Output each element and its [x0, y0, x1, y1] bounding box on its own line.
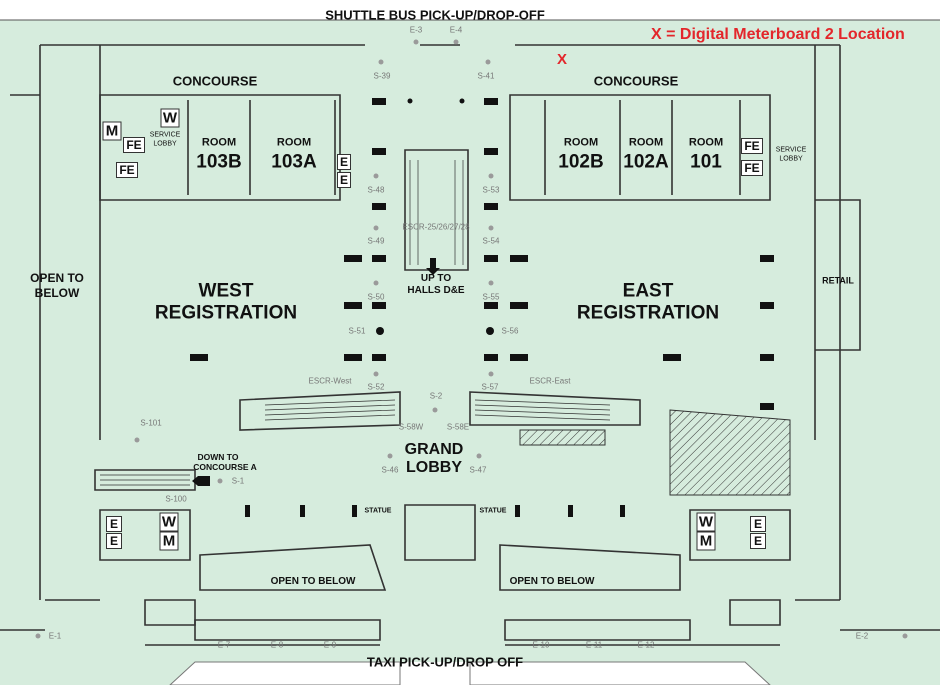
stop-label: S-58W	[398, 422, 424, 432]
room-word: ROOM	[563, 136, 599, 149]
stop-label: S-51	[348, 326, 366, 336]
down-to-concourse-line2: CONCOURSE A	[193, 461, 257, 472]
stop-label: S-57	[481, 382, 499, 392]
room-word: ROOM	[201, 136, 237, 149]
service-lobby-west-line1: SERVICE	[149, 131, 181, 139]
elevator-icon: E	[750, 533, 766, 549]
stop-label: S-56	[501, 326, 519, 336]
elevator-icon: E	[106, 516, 122, 532]
service-lobby-east-line1: SERVICE	[775, 146, 807, 154]
up-to-halls-line2: HALLS D&E	[407, 285, 465, 296]
room-number: 102B	[558, 151, 604, 173]
stop-label: S-101	[140, 418, 162, 428]
stop-label: S-53	[482, 185, 500, 195]
taxi-label: TAXI PICK-UP/DROP OFF	[366, 654, 524, 670]
open-to-below-left-line1: OPEN TO	[30, 271, 84, 285]
mens-restroom-icon: M	[159, 531, 179, 551]
room-word: ROOM	[276, 136, 312, 149]
stop-label: E-12	[637, 640, 655, 650]
stop-label: E-4	[449, 25, 463, 35]
statue-west: STATUE	[364, 507, 392, 515]
freight-elevator-icon: FE	[741, 138, 763, 154]
stop-label: E-1	[48, 631, 62, 641]
service-lobby-west-line2: LOBBY	[153, 140, 177, 148]
stop-label: S-49	[367, 236, 385, 246]
down-to-concourse-line1: DOWN TO	[197, 451, 239, 462]
east-registration-line1: EAST	[622, 280, 674, 302]
stop-label: E-3	[409, 25, 423, 35]
stop-label: S-46	[381, 465, 399, 475]
elevator-icon: E	[337, 172, 351, 188]
womens-restroom-icon: W	[160, 108, 180, 128]
stop-label: S-55	[482, 292, 500, 302]
west-registration-line1: WEST	[198, 280, 254, 302]
stop-label: E-9	[323, 640, 337, 650]
legend-meterboard: X = Digital Meterboard 2 Location	[651, 26, 905, 43]
stop-label: S-1	[231, 476, 245, 486]
service-lobby-east-line2: LOBBY	[779, 155, 803, 163]
stop-label: S-58E	[446, 422, 470, 432]
room-number: 103A	[271, 151, 317, 173]
stop-label: S-50	[367, 292, 385, 302]
concourse-east-label: CONCOURSE	[593, 73, 679, 89]
open-to-below-east: OPEN TO BELOW	[509, 576, 595, 587]
stop-label: E-10	[532, 640, 550, 650]
open-to-below-left-line2: BELOW	[34, 286, 80, 300]
stop-label: S-41	[477, 71, 495, 81]
west-registration-line2: REGISTRATION	[154, 302, 298, 324]
escalator-main-label: ESCR-25/26/27/28	[402, 222, 470, 232]
elevator-icon: E	[337, 154, 351, 170]
stop-label: E-7	[217, 640, 231, 650]
stop-label: S-52	[367, 382, 385, 392]
concourse-west-label: CONCOURSE	[172, 73, 258, 89]
room-word: ROOM	[688, 136, 724, 149]
mens-restroom-icon: M	[102, 121, 122, 141]
room-number: 103B	[196, 151, 242, 173]
retail-label: RETAIL	[822, 275, 854, 286]
freight-elevator-icon: FE	[741, 160, 763, 176]
stop-label: S-54	[482, 236, 500, 246]
freight-elevator-icon: FE	[116, 162, 138, 178]
elevator-icon: E	[106, 533, 122, 549]
meterboard-location-marker: X	[557, 51, 568, 68]
east-registration-line2: REGISTRATION	[576, 302, 720, 324]
stop-label: E-8	[270, 640, 284, 650]
grand-lobby-line1: GRAND	[404, 441, 464, 458]
open-to-below-west: OPEN TO BELOW	[270, 576, 356, 587]
freight-elevator-icon: FE	[123, 137, 145, 153]
up-to-halls-line1: UP TO	[420, 273, 452, 284]
room-number: 102A	[623, 151, 669, 173]
stop-label: S-2	[429, 391, 443, 401]
womens-restroom-icon: W	[159, 512, 179, 532]
stop-label: S-48	[367, 185, 385, 195]
stop-label: S-100	[165, 494, 187, 504]
stop-label: S-47	[469, 465, 487, 475]
escalator-west-label: ESCR-West	[308, 376, 352, 386]
shuttle-bus-label: SHUTTLE BUS PICK-UP/DROP-OFF	[325, 7, 545, 23]
grand-lobby-line2: LOBBY	[406, 459, 462, 476]
room-number: 101	[690, 151, 722, 173]
stop-label: E-11	[585, 640, 603, 650]
escalator-east-label: ESCR-East	[529, 376, 571, 386]
womens-restroom-icon: W	[696, 512, 716, 532]
room-word: ROOM	[628, 136, 664, 149]
statue-east: STATUE	[479, 507, 507, 515]
stop-label: S-39	[373, 71, 391, 81]
mens-restroom-icon: M	[696, 531, 716, 551]
elevator-icon: E	[750, 516, 766, 532]
stop-label: E-2	[855, 631, 869, 641]
